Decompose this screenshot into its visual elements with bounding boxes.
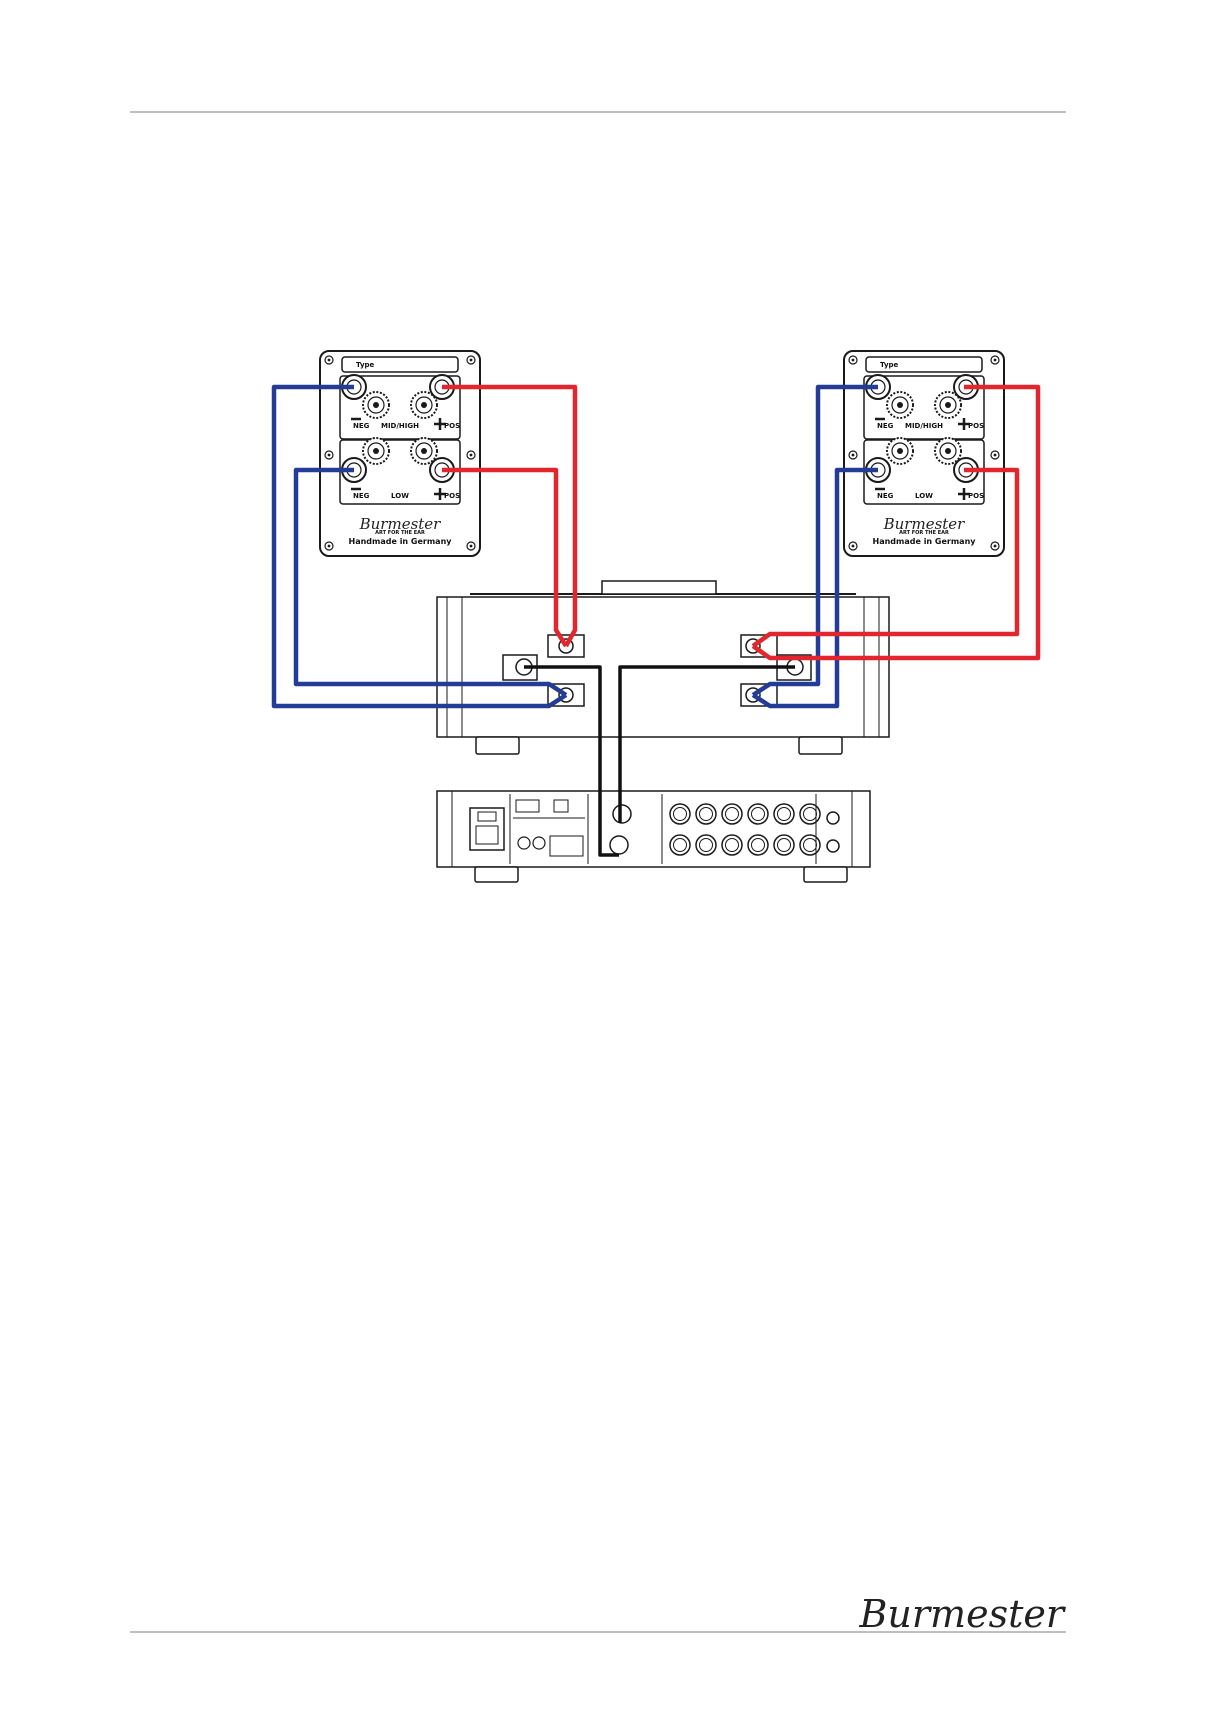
speaker-midhigh-knob-center [945, 402, 951, 408]
speaker-low-knob-center [421, 448, 427, 454]
screw-center [470, 545, 473, 548]
screw-center [470, 359, 473, 362]
pre-iec-socket [476, 826, 498, 844]
pre-trigger-jack [518, 837, 530, 849]
speaker-type-label: Type [356, 361, 375, 369]
speaker-midhigh-knob-center [421, 402, 427, 408]
preamplifier [437, 791, 870, 882]
speaker-low-pos-label: POS [444, 492, 460, 500]
pre-xlr-output-left [613, 805, 631, 823]
speaker-low-knob-center [897, 448, 903, 454]
speaker-midhigh-section-label: MID/HIGH [905, 422, 943, 430]
speaker-midhigh-pos-label: POS [968, 422, 984, 430]
amp-foot [799, 737, 842, 754]
screw-center [328, 359, 331, 362]
screw-center [328, 454, 331, 457]
pre-xlr-output-right [610, 836, 628, 854]
screw-center [994, 545, 997, 548]
amp-foot [476, 737, 519, 754]
screw-center [852, 359, 855, 362]
screw-center [852, 454, 855, 457]
speaker-low-section-label: LOW [915, 492, 933, 500]
screw-center [328, 545, 331, 548]
speaker-low-knob-center [945, 448, 951, 454]
speaker-midhigh-pos-label: POS [444, 422, 460, 430]
pre-usb-port [554, 800, 568, 812]
speaker-midhigh-section-label: MID/HIGH [381, 422, 419, 430]
pre-trigger-jack [533, 837, 545, 849]
screw-center [994, 454, 997, 457]
speaker-midhigh-knob-center [373, 402, 379, 408]
footer-logo: Burmester [858, 1592, 1066, 1636]
screw-center [994, 359, 997, 362]
speaker-low-neg-label: NEG [877, 492, 894, 500]
pre-rs232-port [516, 800, 539, 812]
screw-center [852, 545, 855, 548]
speaker-low-section-label: LOW [391, 492, 409, 500]
speaker-made-in: Handmade in Germany [873, 537, 977, 546]
speaker-low-neg-label: NEG [353, 492, 370, 500]
speaker-low-knob-center [373, 448, 379, 454]
speaker-made-in: Handmade in Germany [349, 537, 453, 546]
speaker-midhigh-neg-label: NEG [353, 422, 370, 430]
screw-center [470, 454, 473, 457]
pre-aux-jack [827, 812, 839, 824]
pre-foot [475, 867, 518, 882]
speaker-brand-sub: ART FOR THE EAR [375, 530, 425, 536]
speaker-midhigh-knob-center [897, 402, 903, 408]
amp-top-cover [602, 581, 716, 594]
speaker-type-label: Type [880, 361, 899, 369]
speaker-brand-sub: ART FOR THE EAR [899, 530, 949, 536]
speaker-midhigh-neg-label: NEG [877, 422, 894, 430]
pre-power-switch [478, 812, 496, 821]
pre-aux-jack [827, 840, 839, 852]
pre-blank-plate [550, 836, 583, 856]
speaker-low-pos-label: POS [968, 492, 984, 500]
pre-foot [804, 867, 847, 882]
